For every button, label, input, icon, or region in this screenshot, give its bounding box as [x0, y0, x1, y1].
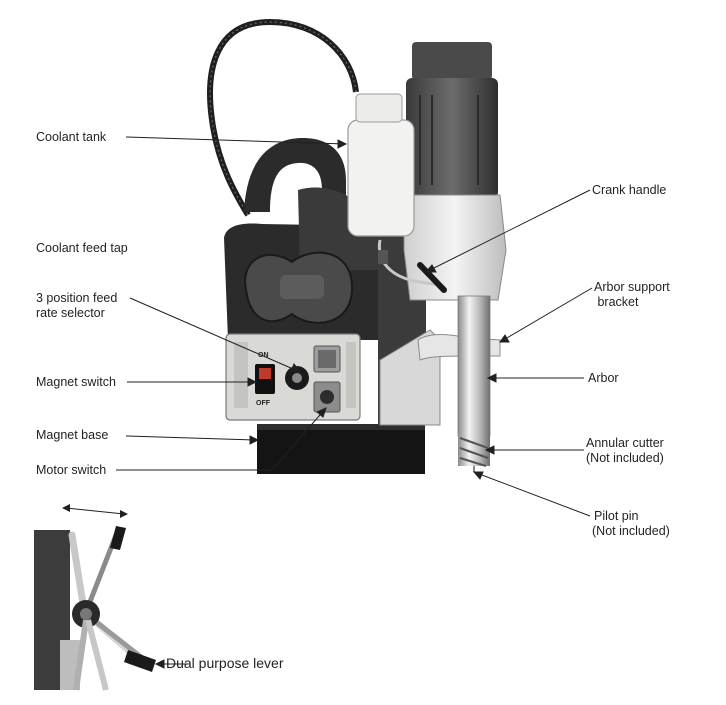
label-crank-handle: Crank handle: [592, 183, 667, 197]
label-arbor-support-line1: Arbor support: [594, 280, 670, 294]
carry-handle: [244, 137, 346, 240]
leader-arbor-support: [499, 287, 593, 343]
label-magnet-base: Magnet base: [36, 428, 109, 442]
leader-crank-handle: [425, 189, 591, 273]
label-feed-rate-line1: 3 position feed: [36, 291, 118, 305]
label-motor-switch: Motor switch: [36, 463, 107, 477]
coolant-tank: [347, 119, 415, 237]
label-coolant-tank: Coolant tank: [36, 130, 107, 144]
panel-off-label: OFF: [256, 400, 270, 407]
label-arbor-support-line2: bracket: [594, 295, 639, 309]
label-magnet-switch: Magnet switch: [36, 375, 116, 389]
leader-magnet-base: [125, 435, 257, 441]
panel-on-label: ON: [258, 352, 269, 359]
label-feed-rate-line2: rate selector: [36, 306, 105, 320]
crank-handle-shape: [417, 262, 447, 293]
leader-pilot-pin: [473, 471, 591, 517]
label-arbor: Arbor: [588, 371, 619, 385]
motor-housing: [406, 78, 498, 198]
arbor-shape: [457, 295, 491, 437]
hose-ribbing: [209, 21, 357, 216]
label-coolant-feed-tap: Coolant feed tap: [36, 241, 128, 255]
motor-cap: [412, 42, 492, 80]
label-pilot-pin-line2: (Not included): [592, 524, 670, 538]
label-annular-cutter-line2: (Not included): [586, 451, 664, 465]
gear-head: [403, 194, 507, 301]
label-annular-cutter-line1: Annular cutter: [586, 436, 664, 450]
leader-feed-rate: [129, 297, 301, 373]
label-pilot-pin-line1: Pilot pin: [594, 509, 639, 523]
lever-inset: [34, 504, 156, 691]
label-dual-purpose-lever: Dual purpose lever: [166, 655, 284, 671]
magnet-base: [257, 424, 425, 474]
leader-coolant-tank: [125, 136, 347, 145]
